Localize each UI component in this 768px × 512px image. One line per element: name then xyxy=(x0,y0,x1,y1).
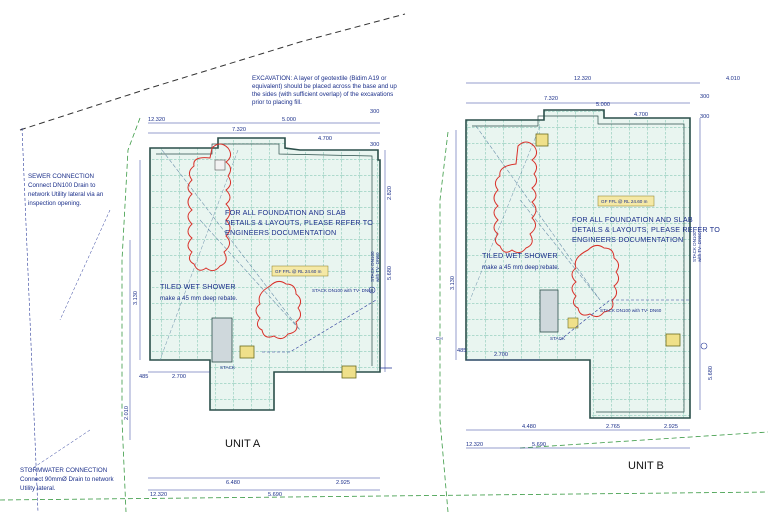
unit-b-dim-bottom-b: 4.480 xyxy=(522,424,536,430)
excavation-note-line4: prior to placing fill. xyxy=(252,99,302,106)
unit-a-dim-bottom-c: 5.690 xyxy=(268,492,282,498)
unit-b-dim-side-a: 3.130 xyxy=(450,276,456,290)
excavation-note-line3: the sides (with sufficient overlap) of t… xyxy=(252,91,393,98)
unit-a-foundation-note-line2: DETAILS & LAYOUTS, PLEASE REFER TO xyxy=(225,218,373,227)
unit-b-revision-cloud-2 xyxy=(571,244,620,318)
unit-b-stack-1: STACK DN100 with TV- DN60 xyxy=(600,308,662,313)
unit-a-foundation-note-line3: ENGINEERS DOCUMENTATION xyxy=(225,228,336,237)
unit-b-dim-top-b: 5.000 xyxy=(596,102,610,108)
unit-a-fixture xyxy=(239,345,255,359)
sewer-note-line3: network Utility lateral via an xyxy=(28,191,104,198)
excavation-note-line2: equivalent) should be placed across the … xyxy=(252,83,397,90)
unit-b-stack-3-line1: STACK DN100 xyxy=(692,231,697,262)
unit-b-notes: GF FFL @ RL 24.60 m FOR ALL FOUNDATION A… xyxy=(436,195,720,472)
unit-b-dim-right-b: 300 xyxy=(700,114,709,120)
unit-b-dim-side-b: 5.680 xyxy=(708,366,714,380)
unit-a-dim-side-c: 5.680 xyxy=(387,266,393,280)
unit-a-ffl-tag: GF FFL @ RL 24.60 m xyxy=(275,269,322,274)
unit-a-dim-top-b: 5.000 xyxy=(282,117,296,123)
unit-b-wet-area xyxy=(539,289,559,333)
unit-a-fixture-2 xyxy=(341,365,357,379)
unit-b-dim-right-a: 300 xyxy=(700,94,709,100)
unit-a-slab xyxy=(149,137,381,411)
unit-b-ch-label: CH xyxy=(436,336,443,341)
unit-a-label: UNIT A xyxy=(225,438,261,450)
unit-a-plan xyxy=(149,137,392,411)
unit-b-fixture xyxy=(535,133,549,147)
unit-b-dim-left-a: 485 xyxy=(457,348,466,354)
unit-b-foundation-note-line1: FOR ALL FOUNDATION AND SLAB xyxy=(572,215,693,224)
site-boundary-lines xyxy=(0,13,768,512)
unit-a-shower-note: make a 45 mm deep rebate. xyxy=(160,295,238,302)
unit-a-dim-bottom-overall: 12.320 xyxy=(150,492,167,498)
stormwater-note-line2: Connect 90mmØ Drain to network xyxy=(20,476,114,483)
unit-b-label: UNIT B xyxy=(628,460,664,472)
unit-a-dim-side-a: 3.130 xyxy=(133,291,139,305)
unit-b-dim-bottom-d: 2.925 xyxy=(664,424,678,430)
unit-b-dim-bottom-overall: 12.320 xyxy=(466,442,483,448)
unit-b-fixture-2 xyxy=(665,333,681,347)
sewer-note-title: SEWER CONNECTION xyxy=(28,173,94,180)
unit-a-dimensions: 12.320 7.320 5.000 4.700 300 300 485 2.7… xyxy=(124,109,393,498)
stormwater-note-title: STORMWATER CONNECTION xyxy=(20,467,107,474)
unit-a-stack-3-line1: STACK DN100 xyxy=(370,251,375,282)
unit-b-dim-bottom-e: 5.690 xyxy=(532,442,546,448)
unit-a-dim-top-c: 4.700 xyxy=(318,136,332,142)
unit-a-dim-right-b: 300 xyxy=(370,142,379,148)
unit-a-dim-top-overall: 12.320 xyxy=(148,117,165,123)
general-notes: EXCAVATION: A layer of geotextile (Bidim… xyxy=(20,75,397,492)
unit-b-shower-note: make a 45 mm deep rebate. xyxy=(482,264,560,271)
unit-a-dim-side-d: 2.820 xyxy=(387,186,393,200)
unit-a-dim-side-b: 2.010 xyxy=(124,406,130,420)
unit-a-dim-bottom-d: 2.925 xyxy=(336,480,350,486)
unit-a-revision-cloud xyxy=(187,143,232,272)
unit-b-dim-bottom-a: 2.700 xyxy=(494,352,508,358)
unit-b-stack-3-line2: with TV- DN60 xyxy=(697,232,702,262)
unit-a-dim-right-a: 300 xyxy=(370,109,379,115)
unit-b-slab xyxy=(465,109,691,419)
sewer-note-line4: inspection opening. xyxy=(28,200,82,207)
unit-b-shower-title: TILED WET SHOWER xyxy=(482,251,558,260)
unit-a-dim-left-a: 485 xyxy=(139,374,148,380)
unit-a-dim-bottom-a: 2.700 xyxy=(172,374,186,380)
unit-a-stack-3-line2: with TV- DN60 xyxy=(375,252,380,282)
unit-b-dim-bottom-c: 2.765 xyxy=(606,424,620,430)
unit-a-revision-cloud-2 xyxy=(255,280,302,340)
unit-a-dim-top-a: 7.320 xyxy=(232,127,246,133)
unit-a-stack-2: STACK xyxy=(220,365,236,370)
excavation-note-line1: EXCAVATION: A layer of geotextile (Bidim… xyxy=(252,75,386,82)
unit-b-foundation-note-line3: ENGINEERS DOCUMENTATION xyxy=(572,235,683,244)
unit-b-plan xyxy=(465,109,708,419)
unit-a-notes: FOR ALL FOUNDATION AND SLAB DETAILS & LA… xyxy=(160,208,380,450)
unit-a-shower-title: TILED WET SHOWER xyxy=(160,282,236,291)
unit-b-dim-top-a: 7.320 xyxy=(544,96,558,102)
unit-b-ffl-tag: GF FFL @ RL 24.60 m xyxy=(601,199,648,204)
unit-a-wet-area xyxy=(211,317,233,363)
unit-b-dim-top-overall: 12.320 xyxy=(574,76,591,82)
sewer-note-line2: Connect DN100 Drain to xyxy=(28,182,96,189)
unit-a-dim-bottom-b: 6.480 xyxy=(226,480,240,486)
unit-b-dim-top-right: 4.010 xyxy=(726,76,740,82)
unit-b-dim-top-c: 4.700 xyxy=(634,112,648,118)
unit-b-dimensions: 12.320 4.010 7.320 5.000 4.700 300 300 4… xyxy=(450,76,740,449)
unit-b-revision-cloud xyxy=(493,141,538,254)
unit-b-foundation-note-line2: DETAILS & LAYOUTS, PLEASE REFER TO xyxy=(572,225,720,234)
unit-a-stack-1: STACK DN100 with TV- DN60 xyxy=(312,288,374,293)
unit-a-foundation-note-line1: FOR ALL FOUNDATION AND SLAB xyxy=(225,208,346,217)
stormwater-note-line3: Utility lateral. xyxy=(20,485,56,492)
unit-b-stack-2: STACK xyxy=(550,336,566,341)
